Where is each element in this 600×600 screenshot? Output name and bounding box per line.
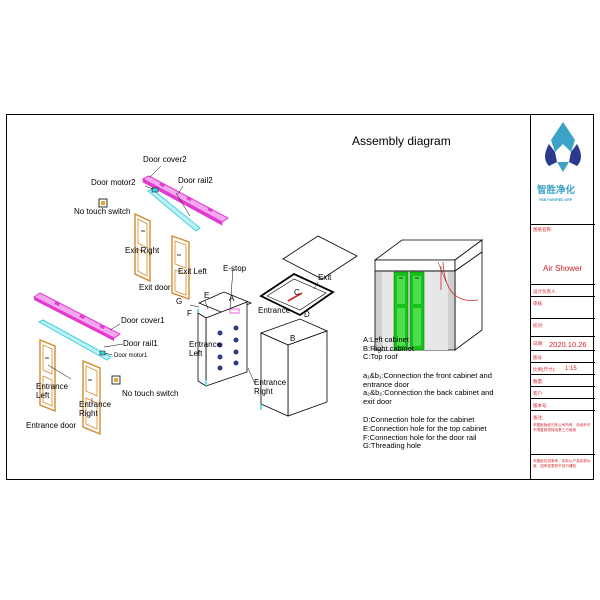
label-exit-roof: Exit bbox=[318, 273, 332, 282]
tb-row-notes: 备注: 本图纸版权归本公司所有，未经许可不得复制或转给第三方使用 bbox=[531, 410, 595, 454]
tb-row-designer: 设计负责人: bbox=[531, 284, 595, 296]
svg-text:ss: ss bbox=[141, 228, 145, 233]
tb-row-scale: 比例(尺寸): 1:15 bbox=[531, 362, 595, 374]
no-touch-switch-bottom-part bbox=[111, 375, 121, 385]
svg-text:ss: ss bbox=[45, 355, 49, 360]
legend-item: G:Threading hole bbox=[363, 441, 421, 451]
tb-notes-label: 备注: bbox=[533, 415, 544, 420]
label-no-touch-switch-bottom: No touch switch bbox=[122, 389, 179, 398]
legend-item: a₂&b₂:Connection the back cabinet and bbox=[363, 388, 494, 398]
label-b: B bbox=[290, 334, 296, 343]
legend-item: A:Left cabinet bbox=[363, 335, 409, 344]
label-exit-left: Exit Left bbox=[178, 267, 207, 276]
door-rail2-part bbox=[147, 188, 201, 232]
label-e: E bbox=[204, 291, 210, 300]
tb-row-footer: 本图纸仅供参考，实际以产品实物为准，如有变更恕不另行通知 bbox=[531, 454, 595, 480]
svg-text:ss: ss bbox=[177, 252, 181, 257]
legend-list: A:Left cabinet B:Right cabinet C:Top roo… bbox=[363, 335, 494, 451]
label-door-rail2: Door rail2 bbox=[178, 176, 213, 185]
leader-lines bbox=[47, 165, 256, 405]
tb-row-review: 审核: bbox=[531, 296, 595, 308]
label-door-cover1: Door cover1 bbox=[121, 316, 165, 325]
exit-door-left-part: ss bbox=[171, 235, 190, 300]
entrance-door-left-part: ss bbox=[39, 338, 56, 413]
company-name-cn: 智胜净化 bbox=[537, 185, 576, 196]
assembled-air-shower-part: ss ss bbox=[373, 239, 484, 351]
label-d: D bbox=[304, 310, 310, 319]
label-door-rail1: Door rail1 bbox=[123, 339, 158, 348]
door-motor1-part bbox=[99, 350, 113, 356]
door-cover2-part bbox=[141, 175, 229, 226]
label-entrance-right: Entrance Right bbox=[79, 400, 112, 418]
tb-notes-text: 本图纸版权归本公司所有，未经许可不得复制或转给第三方使用 bbox=[533, 423, 591, 432]
label-entrance-door: Entrance door bbox=[26, 421, 77, 430]
legend-item: a₁&b₁:Connection the front cabinet and bbox=[363, 370, 492, 380]
label-f: F bbox=[187, 309, 192, 318]
left-cabinet-part bbox=[197, 291, 253, 387]
product-name: Air Shower bbox=[543, 264, 583, 273]
label-exit-door: Exit door bbox=[139, 283, 171, 292]
tb-label: 日期: bbox=[533, 341, 544, 346]
tb-footer-text: 本图纸仅供参考，实际以产品实物为准，如有变更恕不另行通知 bbox=[533, 459, 591, 468]
label-entrance-right-cabinet: Entrance Right bbox=[254, 378, 287, 396]
tb-label: 图纸名称: bbox=[533, 227, 553, 232]
label-e-stop: E-stop bbox=[223, 264, 247, 273]
legend-item: exit door bbox=[363, 396, 392, 406]
door-cover1-part bbox=[33, 292, 121, 341]
legend-item: entrance door bbox=[363, 379, 410, 389]
label-door-cover2: Door cover2 bbox=[143, 155, 187, 164]
scale-value: 1:15 bbox=[565, 366, 577, 372]
tb-label: 校对: bbox=[533, 323, 544, 328]
top-roof-part bbox=[259, 235, 358, 317]
tb-label: 图号: bbox=[533, 355, 544, 360]
legend-item: C:Top roof bbox=[363, 352, 398, 362]
legend-item: D:Connection hole for the cabinet bbox=[363, 415, 475, 425]
label-g: G bbox=[176, 297, 183, 306]
label-entrance-left-cabinet: Entrance Left bbox=[189, 340, 222, 358]
door-rail1-part bbox=[37, 319, 112, 361]
tb-row-drawing-number: 图号: bbox=[531, 350, 595, 362]
tb-label: 数量: bbox=[533, 379, 544, 384]
tb-row-customer: 客户: bbox=[531, 386, 595, 398]
entrance-door-right-part: ss bbox=[82, 359, 101, 436]
no-touch-switch-top-part bbox=[98, 198, 108, 208]
label-no-touch-switch-top: No touch switch bbox=[74, 207, 131, 216]
legend-item: F:Connection hole for the door rail bbox=[363, 432, 477, 442]
label-entrance: Entrance bbox=[258, 306, 291, 315]
tb-row-proofread: 校对: bbox=[531, 318, 595, 330]
door-motor2-part bbox=[144, 185, 159, 193]
label-a: A bbox=[229, 294, 235, 303]
tb-label: 审核: bbox=[533, 301, 544, 306]
exit-door-right-part: ss bbox=[134, 212, 151, 283]
svg-text:ss: ss bbox=[415, 275, 419, 280]
tb-row-version: 版本号: bbox=[531, 398, 595, 410]
label-exit-right: Exit Right bbox=[125, 246, 160, 255]
legend-item: E:Connection hole for the top cabinet bbox=[363, 424, 487, 433]
tb-row-quantity: 数量: bbox=[531, 374, 595, 386]
company-name-en: HSB PURIFIED GRP bbox=[539, 198, 573, 202]
label-c: C bbox=[294, 288, 300, 297]
legend-item: B:Right cabinet bbox=[363, 343, 414, 353]
diagram-title: Assembly diagram bbox=[352, 134, 451, 148]
title-block: 智胜净化 HSB PURIFIED GRP 图纸名称: Air Shower 设… bbox=[530, 114, 595, 480]
tb-label: 客户: bbox=[533, 391, 544, 396]
label-door-motor2: Door motor2 bbox=[91, 178, 136, 187]
tb-row-drawing-name: 图纸名称: bbox=[531, 224, 595, 242]
label-entrance-left: Entrance Left bbox=[36, 382, 69, 400]
svg-text:ss: ss bbox=[88, 377, 92, 382]
tb-row-date: 日期: 2020.10.26 bbox=[531, 336, 595, 350]
label-door-motor1: Door motor1 bbox=[114, 353, 148, 359]
tb-label: 设计负责人: bbox=[533, 289, 557, 294]
tb-label: 比例(尺寸): bbox=[533, 367, 556, 372]
tb-label: 版本号: bbox=[533, 403, 548, 408]
drawing-date: 2020.10.26 bbox=[549, 340, 587, 349]
right-cabinet-part bbox=[259, 318, 329, 417]
svg-text:ss: ss bbox=[399, 275, 403, 280]
company-logo-icon bbox=[545, 122, 581, 172]
